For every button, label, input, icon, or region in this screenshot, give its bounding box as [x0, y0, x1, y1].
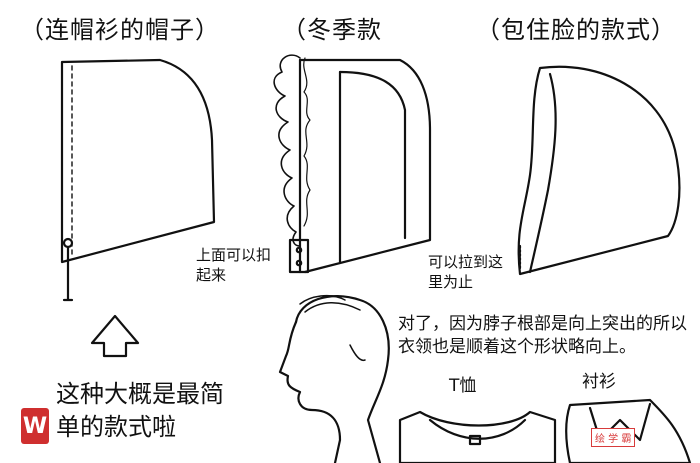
winter-hood-drawing [273, 54, 432, 274]
basic-hood-drawing [60, 58, 216, 302]
note-simplest: 这种大概是最简单的款式啦 [56, 380, 224, 441]
head-profile-drawing [278, 294, 390, 463]
label-tshirt: T恤 [449, 376, 477, 396]
label-shirt: 衬衫 [582, 372, 616, 392]
caption-winter-hood: （冬季款 [282, 16, 382, 44]
note-zip-up: 可以拉到这里为止 [428, 253, 504, 291]
up-arrow-icon [90, 314, 140, 358]
caption-basic-hood: （连帽衫的帽子） [20, 16, 220, 44]
tshirt-collar-drawing [398, 410, 557, 463]
note-fold-up: 上面可以扣起来 [196, 246, 272, 284]
site-watermark: 绘 学 霸 [591, 428, 636, 447]
note-neck-explain: 对了，因为脖子根部是向上突出的所以衣领也是顺着这个形状略向上。 [398, 314, 687, 357]
caption-face-hood: （包住脸的款式） [476, 16, 676, 44]
face-hood-drawing [517, 65, 681, 276]
site-logo: W [21, 408, 49, 444]
